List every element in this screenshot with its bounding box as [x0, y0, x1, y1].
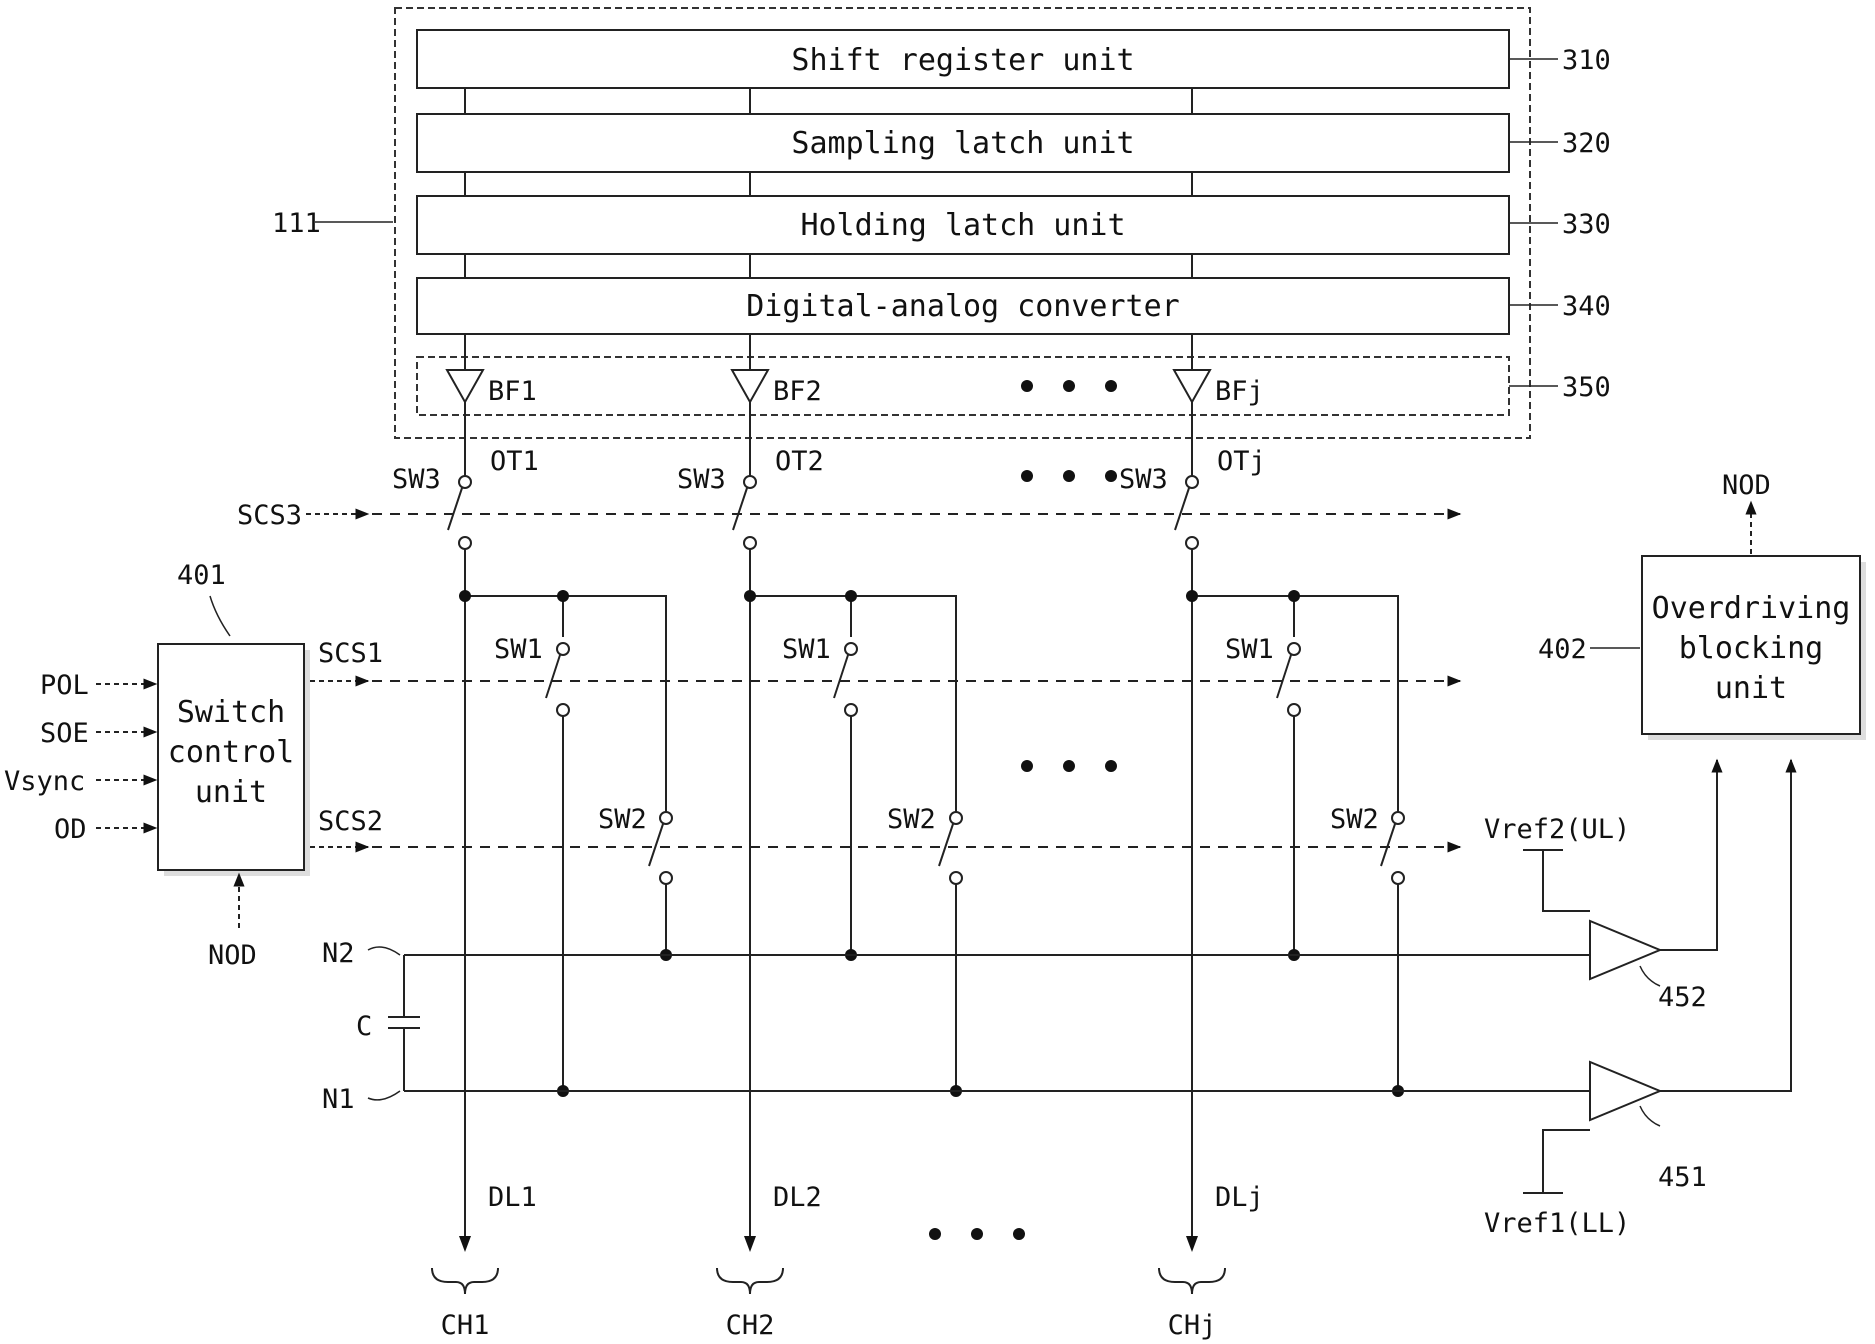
overdriving-title-3: unit — [1715, 671, 1787, 706]
dac-ref: 340 — [1562, 291, 1611, 322]
sampling-latch-block: Sampling latch unit 320 — [417, 114, 1611, 172]
buffer-bfj: BFj — [1174, 370, 1264, 407]
switch-sw1-colj — [1277, 643, 1300, 716]
node-n2-label: N2 — [322, 938, 355, 969]
sampling-latch-ref: 320 — [1562, 128, 1611, 159]
dac-block: Digital-analog converter 340 — [417, 278, 1611, 334]
node-n1-label: N1 — [322, 1084, 355, 1115]
channel-ch1: CH1 — [441, 1310, 490, 1341]
sw2-label-col1: SW2 — [598, 804, 647, 835]
input-soe: SOE — [40, 718, 89, 749]
switch-sw3-col2 — [733, 476, 756, 549]
output-ot2: OT2 — [775, 446, 824, 477]
junction-dots — [459, 590, 1404, 1097]
switch-sw3-colj — [1175, 476, 1198, 549]
sw3-label-col1: SW3 — [392, 464, 441, 495]
driver-ic-ref: 111 — [272, 208, 321, 239]
switch-sw1-col2 — [834, 643, 857, 716]
nod-output-label: NOD — [1722, 470, 1771, 501]
input-od: OD — [54, 814, 87, 845]
buffer-label: BFj — [1215, 376, 1264, 407]
shift-register-label: Shift register unit — [791, 43, 1134, 78]
buffer-bf1: BF1 — [447, 370, 537, 407]
sampling-latch-label: Sampling latch unit — [791, 126, 1134, 161]
channel-chj: CHj — [1168, 1310, 1217, 1341]
scs1-label: SCS1 — [318, 638, 383, 669]
switch-sw3-col1 — [448, 476, 471, 549]
comparator-452-ref: 452 — [1658, 982, 1707, 1013]
channel-braces — [432, 1268, 1225, 1294]
switch-control-title-2: control — [168, 735, 294, 770]
shift-register-block: Shift register unit 310 — [417, 30, 1611, 88]
node-n2-leader — [368, 947, 400, 955]
sw1-label-colj: SW1 — [1225, 634, 1274, 665]
ellipsis-outputs — [1021, 470, 1117, 482]
capacitor-c — [388, 955, 420, 1091]
sw3-label-col2: SW3 — [677, 464, 726, 495]
switch-control-title-3: unit — [195, 775, 267, 810]
buffer-block — [417, 357, 1509, 415]
vref1-label: Vref1(LL) — [1484, 1208, 1630, 1239]
data-line-dl2: DL2 — [773, 1182, 822, 1213]
holding-latch-ref: 330 — [1562, 209, 1611, 240]
node-n1-leader — [368, 1091, 400, 1100]
overdriving-title-2: blocking — [1679, 631, 1824, 666]
ellipsis-buffers — [1021, 380, 1117, 392]
switch-control-title-1: Switch — [177, 695, 285, 730]
sw1-label-col1: SW1 — [494, 634, 543, 665]
comparator-452 — [1523, 760, 1717, 986]
sw2-label-colj: SW2 — [1330, 804, 1379, 835]
data-line-dl1: DL1 — [488, 1182, 537, 1213]
buffer-block-ref: 350 — [1562, 372, 1611, 403]
input-pol: POL — [40, 670, 89, 701]
buffer-bf2: BF2 — [732, 370, 822, 407]
switch-sw1-col1 — [546, 643, 569, 716]
dac-label: Digital-analog converter — [746, 289, 1179, 324]
overdriving-title-1: Overdriving — [1652, 591, 1851, 626]
sw1-label-col2: SW1 — [782, 634, 831, 665]
data-line-arrows — [459, 1236, 1198, 1252]
scs3-label: SCS3 — [237, 500, 302, 531]
switch-control-ref-leader — [210, 596, 230, 636]
comparator-451-ref: 451 — [1658, 1162, 1707, 1193]
buffer-label: BF2 — [773, 376, 822, 407]
overdriving-ref: 402 — [1538, 634, 1587, 665]
sw3-label-colj: SW3 — [1119, 464, 1168, 495]
holding-latch-block: Holding latch unit 330 — [417, 196, 1611, 254]
output-ot1: OT1 — [490, 446, 539, 477]
switch-control-ref: 401 — [177, 560, 226, 591]
ellipsis-switches — [1021, 760, 1117, 772]
data-line-dlj: DLj — [1215, 1182, 1264, 1213]
channel-ch2: CH2 — [726, 1310, 775, 1341]
ellipsis-data-lines — [929, 1228, 1025, 1240]
capacitor-label: C — [356, 1011, 372, 1042]
buffer-label: BF1 — [488, 376, 537, 407]
shift-register-ref: 310 — [1562, 45, 1611, 76]
output-otj: OTj — [1217, 446, 1266, 477]
sw2-label-col2: SW2 — [887, 804, 936, 835]
overdriving-blocking-unit: Overdriving blocking unit — [1642, 556, 1866, 740]
scs2-label: SCS2 — [318, 806, 383, 837]
switch-control-unit: Switch control unit — [158, 644, 310, 876]
input-vsync: Vsync — [4, 766, 85, 797]
holding-latch-label: Holding latch unit — [800, 208, 1125, 243]
nod-feedback-label: NOD — [208, 940, 257, 971]
vref2-label: Vref2(UL) — [1484, 814, 1630, 845]
